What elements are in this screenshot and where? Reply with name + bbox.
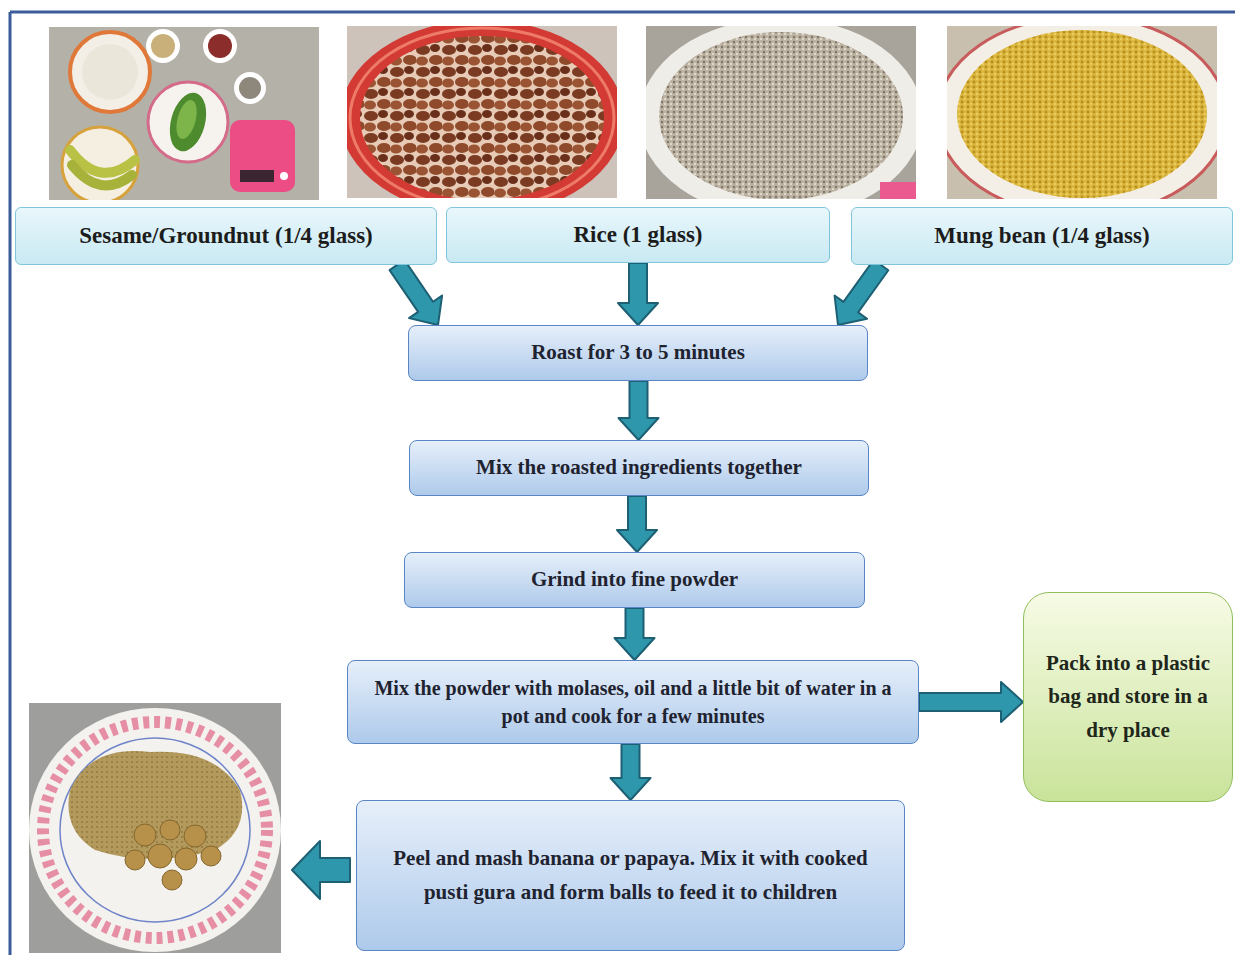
- ingredients-photo: [49, 27, 319, 200]
- ingredients-photo-part: [146, 29, 180, 63]
- box-text: Mung bean (1/4 glass): [934, 221, 1149, 251]
- ingredients-photo-part: [239, 77, 261, 99]
- flow-arrow: [611, 744, 651, 800]
- groundnut-photo-part: [350, 28, 614, 198]
- pusti-gura-photo-part: [184, 825, 206, 847]
- flow-arrow: [615, 608, 655, 660]
- ingredient-box: Mung bean (1/4 glass): [851, 207, 1233, 265]
- ingredients-photo-part: [164, 89, 212, 156]
- page-frame-part: [9, 12, 12, 955]
- box-text: Rice (1 glass): [573, 220, 702, 250]
- rice-photo-part: [659, 32, 903, 199]
- ingredient-box: Rice (1 glass): [446, 207, 830, 263]
- rice-photo-part: [646, 26, 916, 199]
- ingredients-photo-part: [280, 172, 288, 180]
- ingredients-photo-part: [240, 170, 274, 182]
- box-text: Mix the roasted ingredients together: [476, 454, 802, 481]
- ingredients-photo-part: [230, 120, 295, 192]
- mung-bean-photo-part: [947, 26, 1217, 199]
- ingredients-photo-part: [148, 82, 228, 162]
- pusti-gura-photo-part: [29, 708, 281, 952]
- box-text: Pack into a plastic bag and store in a d…: [1040, 647, 1216, 748]
- process-box: Grind into fine powder: [404, 552, 865, 608]
- box-text: Mix the powder with molases, oil and a l…: [364, 674, 902, 730]
- groundnut-photo: [347, 26, 617, 198]
- ingredients-photo-part: [234, 72, 266, 104]
- page-frame-part: [10, 11, 1235, 14]
- rice-photo: [646, 26, 916, 199]
- ingredients-photo-part: [208, 34, 232, 58]
- groundnut-photo-part: [347, 26, 617, 198]
- pusti-gura-photo-part: [60, 738, 250, 922]
- mung-bean-photo: [947, 26, 1217, 199]
- process-box: Roast for 3 to 5 minutes: [408, 325, 868, 381]
- ingredients-photo-part: [82, 44, 138, 100]
- ingredients-photo-part: [203, 29, 237, 63]
- flow-arrow: [617, 496, 657, 552]
- box-text: Sesame/Groundnut (1/4 glass): [79, 221, 373, 251]
- groundnut-photo-part: [360, 36, 604, 198]
- ingredients-photo-part: [151, 34, 175, 58]
- process-box: Mix the powder with molases, oil and a l…: [347, 660, 919, 744]
- serve-arrow: [292, 841, 350, 899]
- pusti-gura-photo-part: [175, 848, 197, 870]
- flow-arrow: [835, 260, 889, 325]
- process-box: Mix the roasted ingredients together: [409, 440, 869, 496]
- ingredient-box: Sesame/Groundnut (1/4 glass): [15, 207, 437, 265]
- box-text: Roast for 3 to 5 minutes: [531, 339, 745, 366]
- pusti-gura-photo-part: [125, 850, 145, 870]
- flow-arrow: [619, 381, 659, 440]
- ingredients-photo-part: [70, 32, 150, 112]
- flow-arrow: [390, 260, 443, 325]
- rice-photo-part: [880, 182, 916, 199]
- ingredients-photo-part: [72, 165, 132, 185]
- flow-arrow: [618, 263, 658, 325]
- pusti-gura-photo: [29, 703, 281, 953]
- pusti-gura-photo-part: [134, 824, 156, 846]
- pusti-gura-photo-part: [43, 722, 267, 938]
- process-box: Peel and mash banana or papaya. Mix it w…: [356, 800, 905, 951]
- pusti-gura-photo-part: [68, 751, 242, 859]
- ingredients-photo-part: [62, 127, 138, 200]
- flow-arrow: [919, 682, 1023, 722]
- pusti-gura-photo-part: [29, 703, 281, 953]
- storage-box: Pack into a plastic bag and store in a d…: [1023, 592, 1233, 802]
- page-frame: [10, 12, 1235, 955]
- pusti-gura-photo-part: [162, 870, 182, 890]
- box-text: Grind into fine powder: [531, 566, 738, 593]
- mung-bean-photo-part: [957, 30, 1207, 198]
- pusti-gura-photo-part: [201, 846, 221, 866]
- box-text: Peel and mash banana or papaya. Mix it w…: [375, 842, 886, 909]
- pusti-gura-photo-part: [148, 844, 172, 868]
- pusti-gura-photo-part: [160, 820, 180, 840]
- ingredients-photo-part: [173, 98, 201, 141]
